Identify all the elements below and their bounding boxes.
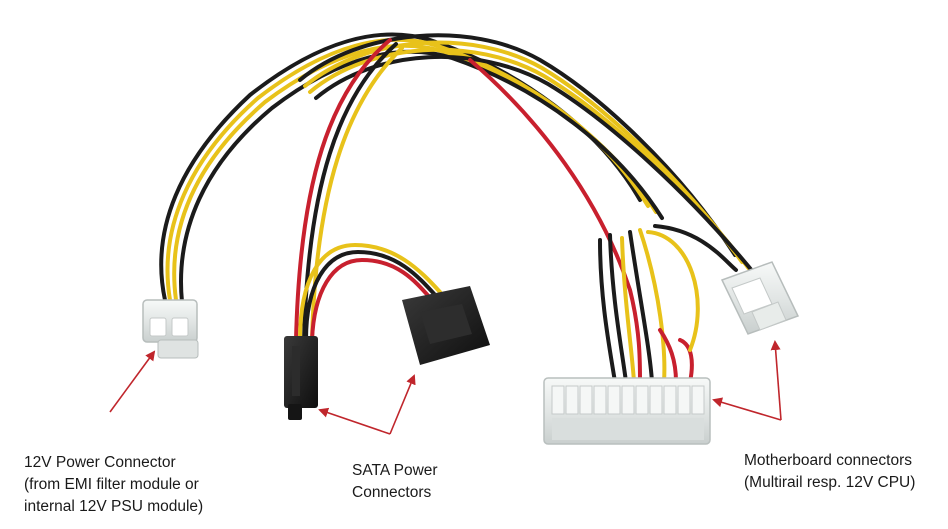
arrow-12v-connector	[109, 350, 156, 413]
arrow-cpu-connector	[770, 340, 782, 421]
arrow-sata-2	[389, 374, 416, 435]
sata-connector-2	[402, 286, 490, 365]
sata-connector-1	[284, 336, 318, 420]
wire-harness	[159, 32, 760, 384]
caption-line: Connectors	[352, 484, 432, 501]
caption-sata-power-connectors: SATA Power Connectors	[352, 460, 438, 504]
annotation-arrows	[109, 340, 782, 435]
caption-line: SATA Power	[352, 462, 438, 479]
12v-power-connector	[142, 299, 199, 359]
caption-12v-power-connector: 12V Power Connector (from EMI filter mod…	[24, 452, 203, 518]
cpu-4pin-connector	[720, 261, 800, 335]
caption-line: Motherboard connectors	[744, 452, 913, 469]
caption-line: internal 12V PSU module)	[24, 498, 204, 515]
caption-line: (from EMI filter module or	[24, 476, 199, 493]
arrow-24pin	[712, 397, 782, 421]
caption-line: (Multirail resp. 12V CPU)	[744, 474, 916, 491]
caption-motherboard-connectors: Motherboard connectors (Multirail resp. …	[744, 450, 915, 494]
arrow-sata-1	[318, 407, 391, 435]
caption-line: 12V Power Connector	[24, 454, 176, 471]
motherboard-24pin-connector	[543, 377, 711, 445]
